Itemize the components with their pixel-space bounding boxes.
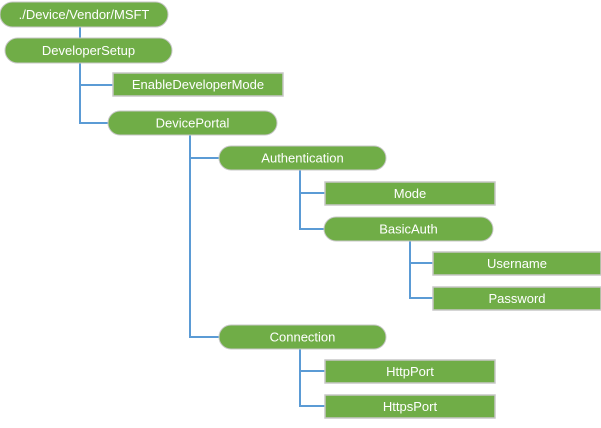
node-basicauth[interactable]: BasicAuth (323, 216, 494, 242)
node-shape-root (0, 1, 169, 28)
node-shape-basicauth (323, 216, 494, 242)
node-shape-deviceportal (107, 110, 278, 136)
connector-authentication-to-mode (299, 170, 325, 194)
node-httpport[interactable]: HttpPort (324, 359, 496, 384)
node-connection[interactable]: Connection (218, 324, 387, 350)
node-shape-password (432, 286, 601, 311)
node-label-username: Username (487, 256, 547, 271)
node-label-httpsport: HttpsPort (383, 399, 438, 414)
node-label-mode: Mode (394, 186, 427, 201)
connector-developersetup-to-deviceportal (79, 63, 113, 124)
connector-connection-to-httpsport (299, 349, 325, 407)
node-layer: ./Device/Vendor/MSFT DeveloperSetupEnable… (0, 1, 601, 419)
node-deviceportal[interactable]: DevicePortal (107, 110, 278, 136)
node-mode[interactable]: Mode (324, 181, 496, 206)
node-label-httpport: HttpPort (386, 364, 434, 379)
node-shape-connection (218, 324, 387, 350)
node-label-developersetup: DeveloperSetup (42, 43, 135, 58)
node-label-basicauth: BasicAuth (379, 221, 438, 236)
node-shape-httpport (324, 359, 496, 384)
node-shape-authentication (218, 145, 387, 171)
node-authentication[interactable]: Authentication (218, 145, 387, 171)
connector-basicauth-to-username (409, 241, 433, 264)
node-developersetup[interactable]: DeveloperSetup (4, 37, 173, 64)
node-shape-httpsport (324, 394, 496, 419)
connector-connection-to-httpport (299, 349, 325, 372)
connector-layer (79, 27, 433, 407)
node-label-enabledevelopermode: EnableDeveloperMode (132, 77, 264, 92)
node-shape-enabledevelopermode (112, 72, 284, 97)
node-enabledevelopermode[interactable]: EnableDeveloperMode (112, 72, 284, 97)
connector-deviceportal-to-connection (189, 135, 224, 338)
node-label-authentication: Authentication (261, 150, 343, 165)
node-label-root: ./Device/Vendor/MSFT (19, 7, 150, 22)
node-username[interactable]: Username (432, 251, 601, 276)
node-label-connection: Connection (270, 329, 336, 344)
node-shape-developersetup (4, 37, 173, 64)
connector-developersetup-to-enabledevelopermode (79, 63, 113, 86)
connector-basicauth-to-password (409, 241, 433, 299)
node-shape-mode (324, 181, 496, 206)
node-httpsport[interactable]: HttpsPort (324, 394, 496, 419)
connector-deviceportal-to-authentication (189, 135, 224, 159)
node-label-deviceportal: DevicePortal (156, 115, 230, 130)
connector-authentication-to-basicauth (299, 170, 329, 230)
node-label-password: Password (488, 291, 545, 306)
node-root[interactable]: ./Device/Vendor/MSFT (0, 1, 169, 28)
node-shape-username (432, 251, 601, 276)
node-password[interactable]: Password (432, 286, 601, 311)
